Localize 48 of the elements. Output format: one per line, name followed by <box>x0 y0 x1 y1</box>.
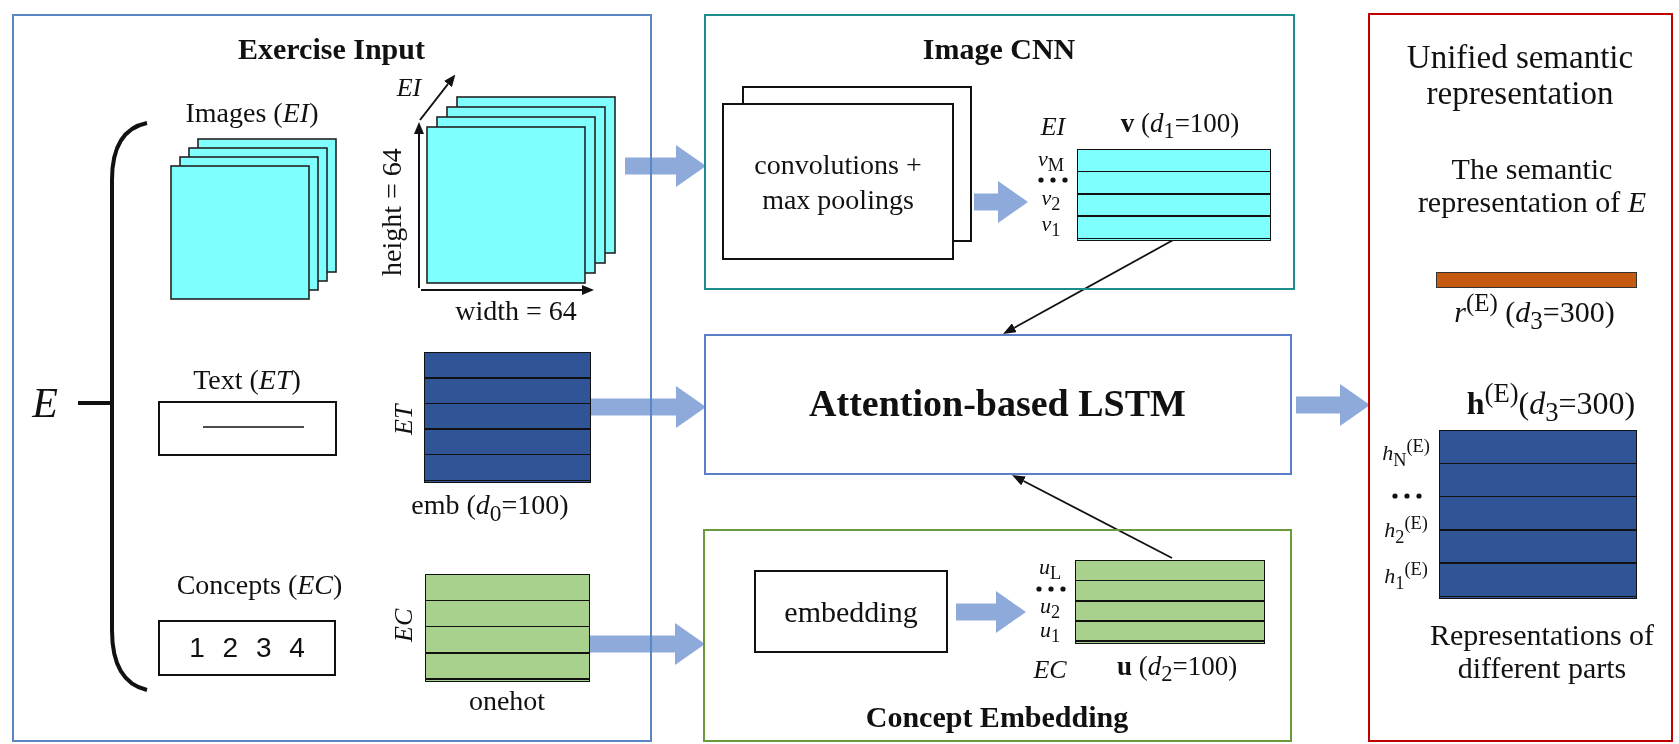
panel-title: Exercise Input <box>238 31 425 65</box>
block-arrow <box>590 623 705 665</box>
operation-card: embedding <box>754 570 948 653</box>
matrix-block <box>1439 430 1637 599</box>
input-label: Concepts (EC) <box>176 569 343 601</box>
dimension-label: width = 64 <box>455 295 577 327</box>
axis-label: EC <box>1033 655 1067 685</box>
input-label: Text (ET) <box>193 364 301 396</box>
row-label: v$_{M}$ <box>1037 146 1065 176</box>
block-arrow <box>591 386 706 428</box>
vector-label: u (d$_{2}$=100) <box>1116 652 1238 688</box>
matrix-block <box>1077 149 1271 241</box>
panel <box>12 14 652 742</box>
set-label: E <box>32 379 58 427</box>
vector-label: r$^{(E)}$ (d$_{3}$=300) <box>1454 289 1615 335</box>
axis-label: EC <box>389 608 419 642</box>
axis-label: ET <box>389 404 419 436</box>
panel <box>703 529 1292 742</box>
concept-ids: 1 2 3 4 <box>189 632 305 664</box>
matrix-block <box>424 352 591 483</box>
vector-label: v (d$_{1}$=100) <box>1120 109 1240 145</box>
operation-card: convolutions + max poolings <box>722 103 954 260</box>
panel <box>704 14 1295 290</box>
dimension-label: onehot <box>468 685 546 717</box>
panel-title: Attention-based LSTM <box>809 383 1186 425</box>
block-arrow <box>625 145 706 187</box>
row-label: v$_{1}$ <box>1041 212 1061 241</box>
dimension-label: emb (d$_{0}$=100) <box>411 489 569 527</box>
module-box <box>704 334 1292 475</box>
row-label: v$_{2}$ <box>1041 186 1061 215</box>
row-label: u$_{L}$ <box>1038 554 1062 584</box>
panel-title: Image CNN <box>922 31 1076 65</box>
panel-title: Concept Embedding <box>865 699 1129 733</box>
matrix-caption: Representations of different parts <box>1428 618 1656 684</box>
matrix-block <box>425 574 590 682</box>
matrix-block <box>1075 560 1265 644</box>
panel <box>1368 13 1673 742</box>
panel-title: Unified semantic representation <box>1405 38 1635 112</box>
block-arrow <box>974 181 1028 223</box>
vector-label: h$^{(E)}$(d$_{3}$=300) <box>1466 378 1636 428</box>
input-label: Images (EI) <box>185 97 319 129</box>
dimension-label: EI <box>396 73 422 103</box>
block-arrow <box>956 591 1026 633</box>
vector-caption: The semantic representation of E <box>1416 152 1648 218</box>
dimension-label: height = 64 <box>376 148 408 276</box>
block-arrow <box>1296 384 1370 426</box>
axis-label: EI <box>1040 112 1066 142</box>
arrow <box>1012 475 1173 559</box>
